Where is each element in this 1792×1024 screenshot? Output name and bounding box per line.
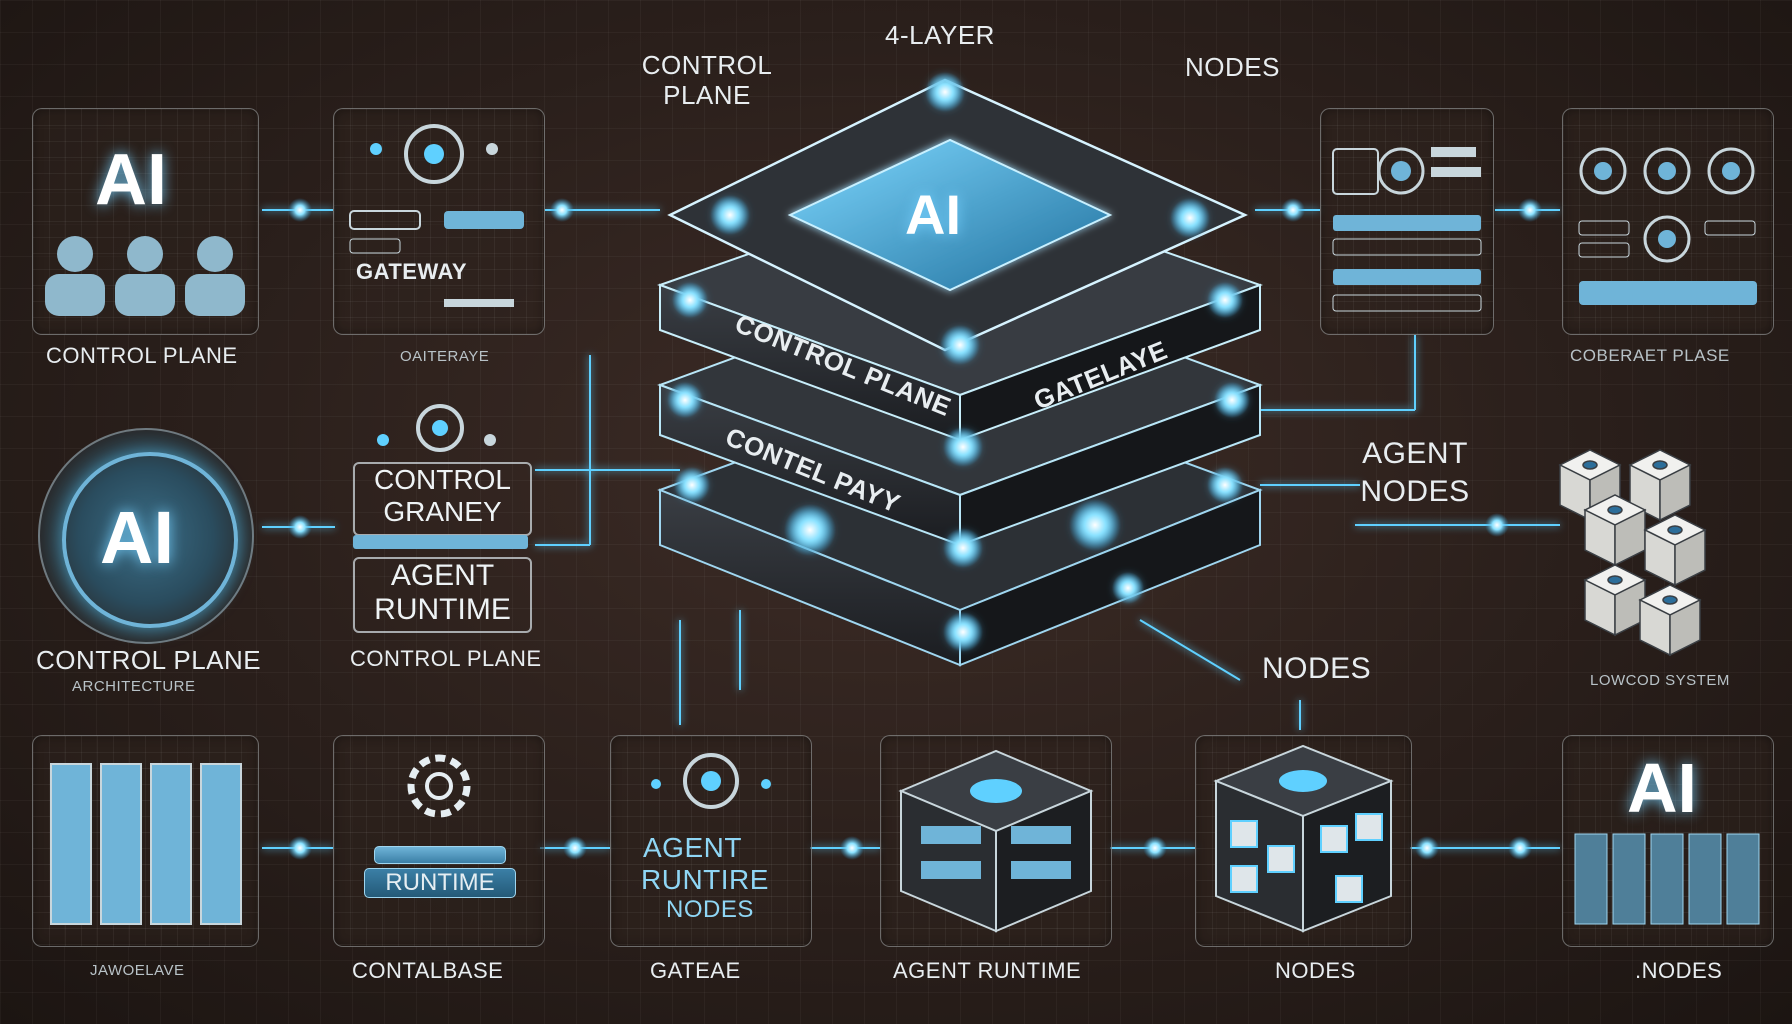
panel-gateway[interactable]: GATEWAY bbox=[333, 108, 545, 335]
caption-gateway: OAITERAYE bbox=[400, 348, 490, 365]
ai-circle-label: AI bbox=[100, 496, 174, 579]
agent-inner-label: AGENT bbox=[643, 832, 742, 863]
box-control-graney-label: CONTROL GRANEY bbox=[374, 464, 511, 527]
caption-control-plane-mid: CONTROL PLANE bbox=[36, 645, 262, 675]
panel-server-cube[interactable] bbox=[880, 735, 1112, 947]
stack-orbs bbox=[667, 72, 1250, 652]
panel-runtime[interactable]: RUNTIME bbox=[333, 735, 545, 947]
diagram-title: 4-LAYER bbox=[885, 20, 995, 50]
panel-storage[interactable] bbox=[32, 735, 259, 947]
box-agent-runtime-label: AGENT RUNTIME bbox=[374, 559, 511, 626]
ai-circle-badge[interactable]: AI bbox=[38, 428, 254, 644]
panel-control-plane[interactable]: AI bbox=[32, 108, 259, 335]
caption-jawoelave: JAWOELAVE bbox=[90, 962, 185, 979]
cube-cluster bbox=[1558, 449, 1707, 657]
box-control-graney[interactable]: CONTROL GRANEY bbox=[353, 462, 532, 536]
nodes-inner-label: NODES bbox=[666, 896, 754, 923]
panel-nodes-ui[interactable] bbox=[1320, 108, 1494, 335]
panel-node-cube[interactable] bbox=[1195, 735, 1412, 947]
panel-ai-label: AI bbox=[95, 140, 167, 220]
caption-lowcod-system: LOWCOD SYSTEM bbox=[1590, 672, 1730, 689]
caption-gateae: GATEAE bbox=[650, 958, 741, 983]
box-divider-bar bbox=[353, 535, 528, 549]
caption-nodes-bottom: NODES bbox=[1275, 958, 1356, 983]
caption-control-plane-center: CONTROL PLANE bbox=[350, 646, 542, 671]
layer-stack bbox=[657, 78, 1263, 667]
caption-contalbase: CONTALBASE bbox=[352, 958, 504, 983]
gateway-inner-label: GATEWAY bbox=[356, 259, 468, 284]
caption-architecture: ARCHITECTURE bbox=[72, 678, 196, 695]
label-nodes-top: NODES bbox=[1185, 52, 1280, 82]
dials-icon bbox=[1578, 147, 1757, 305]
gateway-icon bbox=[349, 124, 524, 307]
caption-cobraet-plase: COBERAET PLASE bbox=[1570, 346, 1730, 365]
users-icon bbox=[45, 236, 245, 316]
runtire-inner-label: RUNTIRE bbox=[641, 864, 769, 895]
runtime-inner-label: RUNTIME bbox=[364, 868, 516, 898]
panel-agent-runtime-nodes[interactable]: AGENT RUNTIRE NODES bbox=[610, 735, 812, 947]
label-agent-nodes: AGENT NODES bbox=[1360, 437, 1470, 508]
panel-control-widgets[interactable] bbox=[1562, 108, 1774, 335]
runtime-bar-top bbox=[374, 846, 506, 864]
caption-nodes-ai: .NODES bbox=[1635, 958, 1723, 983]
stack-ai-label: AI bbox=[905, 183, 961, 246]
caption-control-plane: CONTROL PLANE bbox=[46, 343, 238, 368]
connector-dots bbox=[288, 198, 1542, 860]
panel-ai-data[interactable]: AI bbox=[1562, 735, 1774, 947]
server-cube-icon bbox=[898, 749, 1094, 933]
caption-agent-runtime-bottom: AGENT RUNTIME bbox=[893, 958, 1082, 983]
node-cube-icon bbox=[1213, 744, 1394, 933]
eye-icon bbox=[651, 753, 771, 809]
gear-icon bbox=[407, 754, 471, 818]
data-blocks-icon bbox=[1574, 833, 1760, 925]
box-agent-runtime[interactable]: AGENT RUNTIME bbox=[353, 557, 532, 633]
server-racks-icon bbox=[50, 763, 242, 925]
settings-ui-icon bbox=[1332, 147, 1482, 312]
panel-ai-data-label: AI bbox=[1627, 749, 1697, 827]
label-nodes-mid: NODES bbox=[1262, 652, 1372, 685]
label-control-plane-top: CONTROL PLANE bbox=[641, 50, 773, 110]
